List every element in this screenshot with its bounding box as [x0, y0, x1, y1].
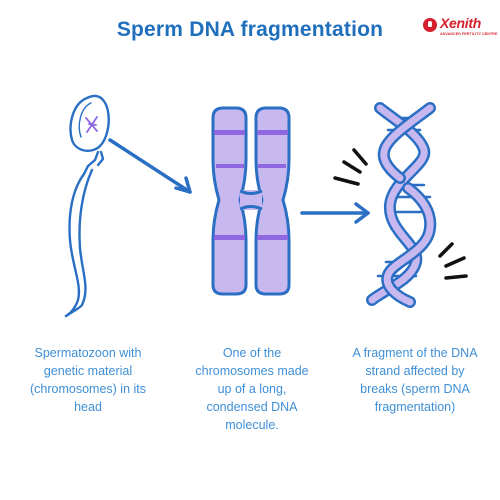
broken-dna-helix-icon	[333, 102, 468, 308]
arrow-right-icon	[300, 202, 370, 224]
arrow-right-down-icon	[108, 138, 192, 194]
brand-logo: Xenith ADVANCED FERTILITY CENTRE	[423, 13, 497, 41]
caption-spermatozoon: Spermatozoon with genetic material (chro…	[30, 346, 146, 414]
break-marks-left	[333, 148, 368, 186]
caption-chromosome: One of the chromosomes made up of a long…	[195, 346, 309, 432]
brand-name: Xenith	[440, 15, 481, 31]
page-title: Sperm DNA fragmentation	[116, 18, 384, 41]
sperm-cell-icon	[64, 94, 110, 318]
brand-tagline: ADVANCED FERTILITY CENTRE	[440, 32, 498, 36]
brand-logo-icon	[423, 18, 437, 32]
break-marks-right	[438, 242, 468, 280]
caption-dna-fragment: A fragment of the DNA strand affected by…	[352, 346, 478, 414]
chromosome-icon	[211, 106, 291, 296]
